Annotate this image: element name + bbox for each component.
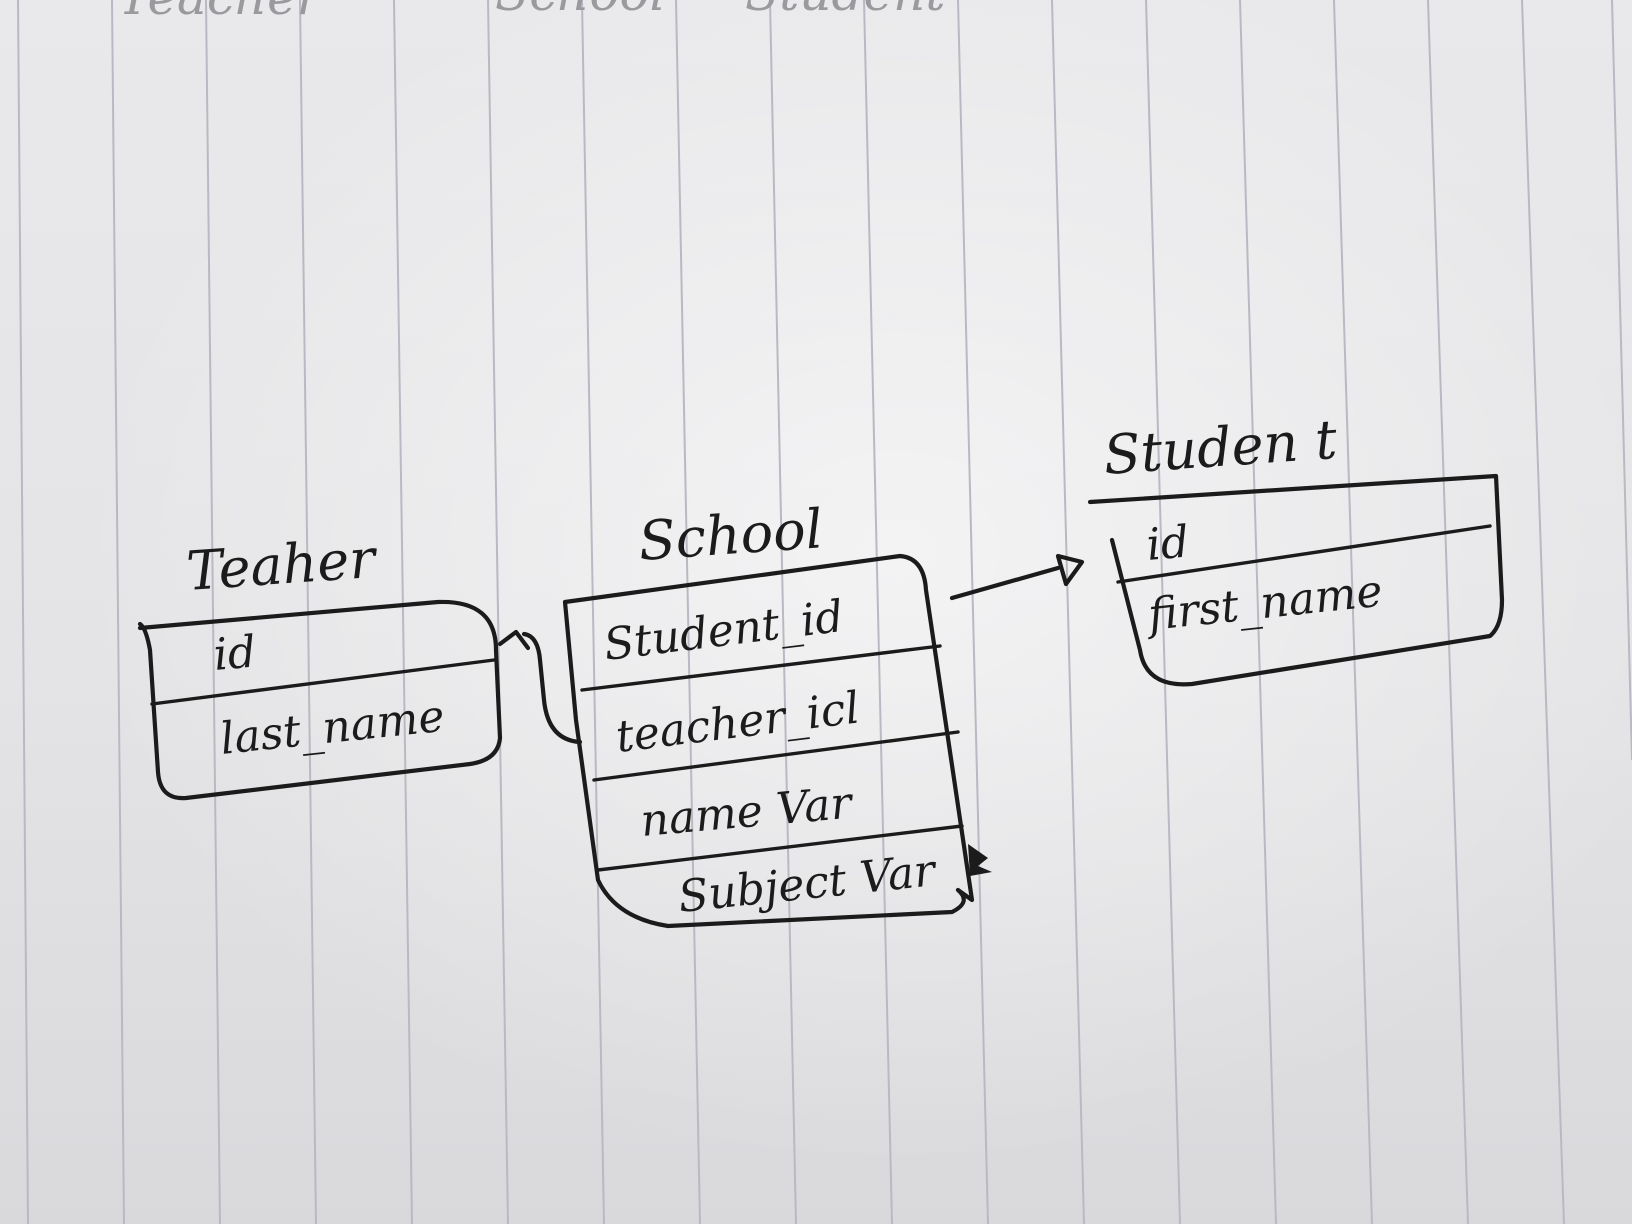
relationship-school-to-teacher bbox=[497, 629, 583, 745]
arrowhead-icon bbox=[497, 629, 531, 651]
entity-row-divider bbox=[580, 644, 942, 692]
entity-school: School Student_id teacher_icl name Var S… bbox=[562, 497, 992, 929]
faded-word-student: Student bbox=[745, 0, 946, 22]
relationship-school-to-student bbox=[949, 553, 1085, 601]
field-student-first-name: first_name bbox=[1143, 566, 1385, 642]
entity-teacher: Teaher id last_name bbox=[137, 527, 503, 801]
faded-word-teacher: Teacher bbox=[118, 0, 324, 26]
relationship-line bbox=[521, 631, 583, 745]
field-school-student-id: Student_id bbox=[601, 591, 846, 671]
field-teacher-last-name: last_name bbox=[218, 691, 447, 765]
field-student-id: id bbox=[1145, 516, 1192, 570]
ink-blot bbox=[968, 844, 992, 876]
notebook-rule-lines bbox=[17, 0, 1632, 1224]
entity-title-school: School bbox=[637, 497, 825, 573]
entity-row-divider bbox=[596, 824, 964, 872]
faded-header-fragments: Teacher School Student bbox=[118, 0, 946, 26]
relationship-line bbox=[949, 565, 1061, 601]
entity-row-divider bbox=[150, 658, 496, 706]
field-school-name: name Var bbox=[639, 777, 857, 846]
entity-row-divider bbox=[592, 730, 960, 782]
entity-title-student: Studen t bbox=[1102, 408, 1340, 487]
entity-student: Studen t id first_name bbox=[1087, 408, 1505, 687]
faded-word-school: School bbox=[495, 0, 666, 22]
entity-box-school bbox=[562, 553, 975, 929]
field-teacher-id: id bbox=[212, 626, 259, 680]
entity-box-student bbox=[1087, 473, 1505, 687]
arrowhead-icon bbox=[1055, 553, 1085, 587]
entity-title-teacher: Teaher bbox=[185, 527, 381, 603]
entity-row-divider bbox=[1116, 524, 1492, 584]
entity-box-teacher bbox=[137, 599, 503, 801]
